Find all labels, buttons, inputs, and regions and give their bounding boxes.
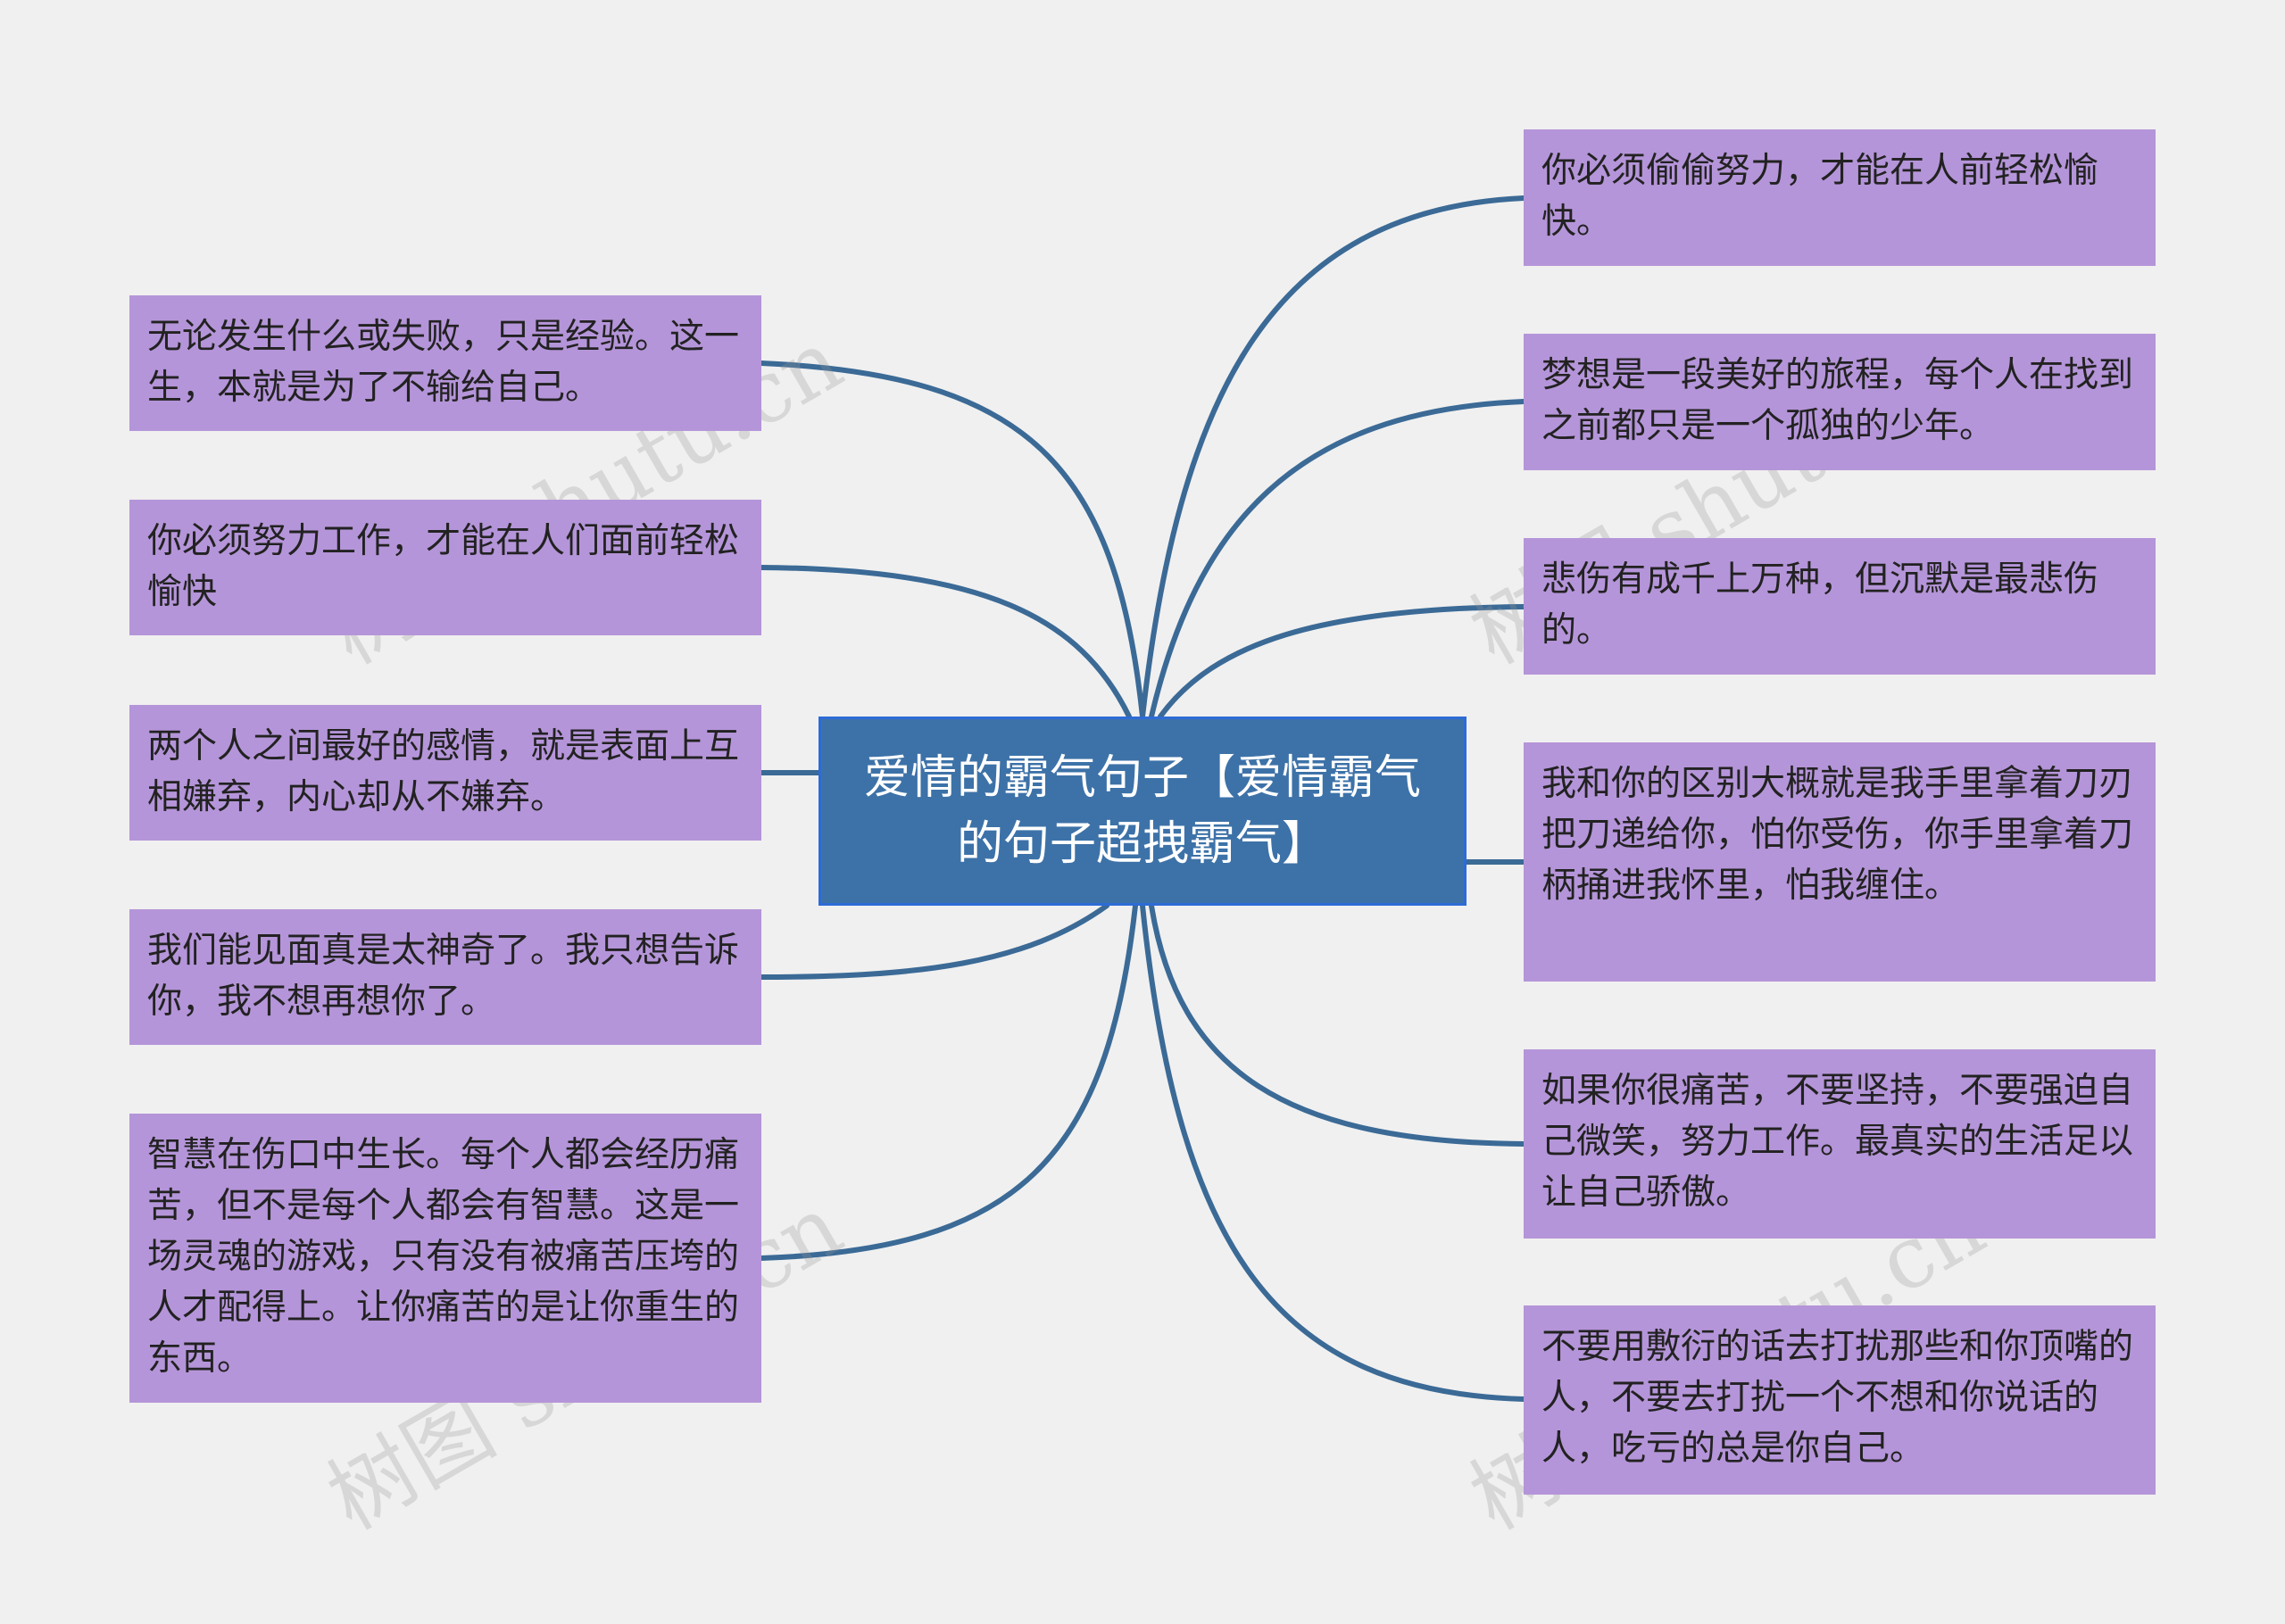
branch-node-right-4[interactable]: 我和你的区别大概就是我手里拿着刀刃把刀递给你，怕你受伤，你手里拿着刀柄捅进我怀里… <box>1524 742 2156 982</box>
link-right-1 <box>1140 195 1526 719</box>
branch-node-text: 两个人之间最好的感情，就是表面上互相嫌弃，内心却从不嫌弃。 <box>147 726 740 817</box>
branch-node-right-6[interactable]: 不要用敷衍的话去打扰那些和你顶嘴的人，不要去打扰一个不想和你说话的人，吃亏的总是… <box>1524 1305 2156 1495</box>
branch-node-text: 你必须偷偷努力，才能在人前轻松愉快。 <box>1541 151 2099 242</box>
link-left-5 <box>759 903 1138 1261</box>
branch-node-right-1[interactable]: 你必须偷偷努力，才能在人前轻松愉快。 <box>1524 129 2156 266</box>
link-right-3 <box>1158 604 1526 719</box>
branch-node-left-2[interactable]: 你必须努力工作，才能在人们面前轻松愉快 <box>129 500 761 635</box>
branch-node-text: 无论发生什么或失败，只是经验。这一生，本就是为了不输给自己。 <box>147 317 740 408</box>
central-topic-text: 爱情的霸气句子【爱情霸气的句子超拽霸气】 <box>863 751 1421 871</box>
link-right-2 <box>1149 399 1526 719</box>
branch-node-text: 我和你的区别大概就是我手里拿着刀刃把刀递给你，怕你受伤，你手里拿着刀柄捅进我怀里… <box>1541 764 2134 906</box>
branch-node-left-4[interactable]: 我们能见面真是太神奇了。我只想告诉你，我不想再想你了。 <box>129 909 761 1045</box>
branch-node-left-3[interactable]: 两个人之间最好的感情，就是表面上互相嫌弃，内心却从不嫌弃。 <box>129 705 761 841</box>
branch-node-right-5[interactable]: 如果你很痛苦，不要坚持，不要强迫自己微笑，努力工作。最真实的生活足以让自己骄傲。 <box>1524 1049 2156 1239</box>
branch-node-text: 如果你很痛苦，不要坚持，不要强迫自己微笑，努力工作。最真实的生活足以让自己骄傲。 <box>1541 1071 2134 1213</box>
branch-node-text: 梦想是一段美好的旅程，每个人在找到之前都只是一个孤独的少年。 <box>1541 355 2134 446</box>
branch-node-text: 悲伤有成千上万种，但沉默是最悲伤的。 <box>1541 559 2099 650</box>
branch-node-left-5[interactable]: 智慧在伤口中生长。每个人都会经历痛苦，但不是每个人都会有智慧。这是一场灵魂的游戏… <box>129 1114 761 1403</box>
branch-node-text: 我们能见面真是太神奇了。我只想告诉你，我不想再想你了。 <box>147 931 740 1022</box>
branch-node-right-2[interactable]: 梦想是一段美好的旅程，每个人在找到之前都只是一个孤独的少年。 <box>1524 334 2156 470</box>
link-right-6 <box>1140 903 1526 1402</box>
branch-node-left-1[interactable]: 无论发生什么或失败，只是经验。这一生，本就是为了不输给自己。 <box>129 295 761 431</box>
branch-node-text: 不要用敷衍的话去打扰那些和你顶嘴的人，不要去打扰一个不想和你说话的人，吃亏的总是… <box>1541 1327 2134 1469</box>
central-topic[interactable]: 爱情的霸气句子【爱情霸气的句子超拽霸气】 <box>818 717 1467 906</box>
link-left-1 <box>759 360 1145 719</box>
link-right-5 <box>1149 903 1526 1147</box>
branch-node-text: 你必须努力工作，才能在人们面前轻松愉快 <box>147 521 740 612</box>
link-left-2 <box>759 565 1132 719</box>
link-left-4 <box>759 903 1109 980</box>
branch-node-text: 智慧在伤口中生长。每个人都会经历痛苦，但不是每个人都会有智慧。这是一场灵魂的游戏… <box>147 1135 740 1379</box>
branch-node-right-3[interactable]: 悲伤有成千上万种，但沉默是最悲伤的。 <box>1524 538 2156 675</box>
